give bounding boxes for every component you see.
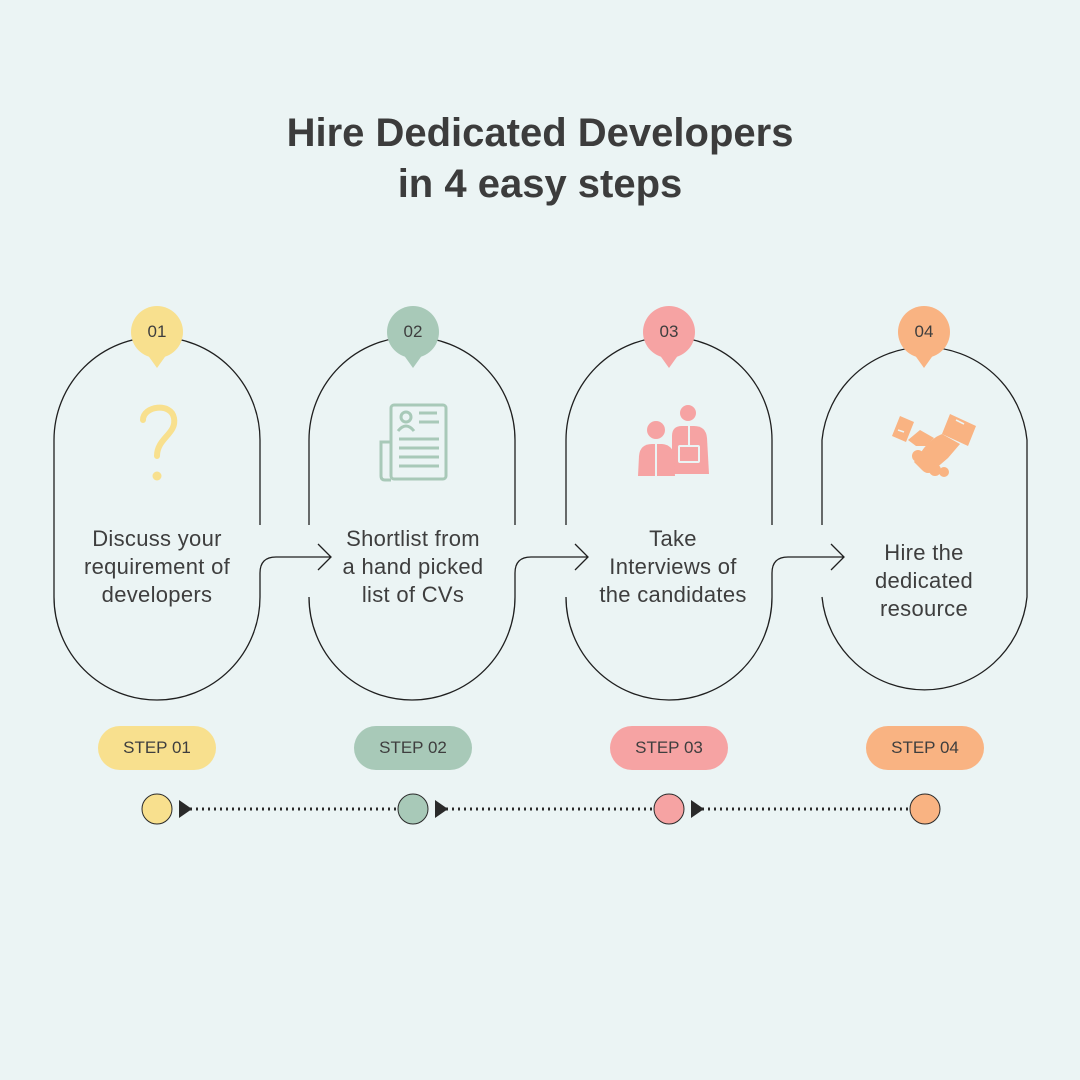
step-4-line-2: dedicated (874, 568, 974, 593)
step-description-2: Shortlist from a hand picked list of CVs (313, 525, 513, 609)
title-line-1: Hire Dedicated Developers (286, 111, 794, 155)
capsule-outline-4 (821, 346, 1028, 691)
connector-arrow-1-2 (259, 543, 332, 597)
step-badge-1: STEP 01 (98, 726, 216, 770)
capsule-outlines (53, 336, 1028, 701)
step-badge-label-1: STEP 01 (123, 738, 191, 757)
step-description-3: Take Interviews of the candidates (573, 525, 773, 609)
question-mark-icon (140, 404, 178, 481)
cv-document-icon (379, 403, 448, 482)
connector-arrow-2-3 (514, 543, 589, 597)
capsule-outline-3 (565, 336, 773, 701)
timeline-node-4 (909, 793, 941, 825)
step-3-line-1: Take (649, 526, 697, 551)
timeline-arrowhead-2 (435, 800, 448, 818)
step-badge-label-2: STEP 02 (379, 738, 447, 757)
step-number-1: 01 (147, 322, 167, 341)
step-description-1: Discuss your requirement of developers (57, 525, 257, 609)
step-number-2: 02 (403, 322, 423, 341)
step-2-line-2: a hand picked (342, 554, 484, 579)
connector-arrow-3-4 (771, 543, 845, 597)
page-title: Hire Dedicated Developers in 4 easy step… (0, 108, 1080, 210)
connector-arrows (259, 543, 845, 597)
timeline (141, 793, 941, 825)
timeline-node-3 (653, 793, 685, 825)
step-badge-label-4: STEP 04 (891, 738, 959, 757)
step-number-4: 04 (914, 322, 934, 341)
timeline-node-2 (397, 793, 429, 825)
step-number-pin-1: 01 (131, 306, 183, 368)
timeline-node-1 (141, 793, 173, 825)
step-number-pin-4: 04 (898, 306, 950, 368)
step-2-line-1: Shortlist from (346, 526, 480, 551)
step-badge-label-3: STEP 03 (635, 738, 703, 757)
step-2-line-3: list of CVs (361, 582, 465, 607)
step-3-line-2: Interviews of (609, 554, 737, 579)
timeline-arrowhead-1 (179, 800, 192, 818)
step-1-line-1: Discuss your (92, 526, 222, 551)
step-badge-2: STEP 02 (354, 726, 472, 770)
capsule-outline-2 (308, 336, 516, 701)
step-4-line-1: Hire the (884, 540, 964, 565)
step-3-line-3: the candidates (599, 582, 747, 607)
handshake-icon (892, 414, 976, 477)
capsule-outline-1 (53, 336, 261, 701)
step-1-line-3: developers (101, 582, 213, 607)
step-1-line-2: requirement of (83, 554, 231, 579)
title-line-2: in 4 easy steps (397, 162, 683, 206)
step-badge-4: STEP 04 (866, 726, 984, 770)
step-number-3: 03 (659, 322, 679, 341)
step-4-line-3: resource (880, 596, 968, 621)
timeline-arrowhead-3 (691, 800, 704, 818)
step-description-4: Hire the dedicated resource (824, 539, 1024, 623)
step-badge-3: STEP 03 (610, 726, 728, 770)
step-number-pin-2: 02 (387, 306, 439, 368)
interview-icon (638, 405, 709, 476)
step-number-pin-3: 03 (643, 306, 695, 368)
